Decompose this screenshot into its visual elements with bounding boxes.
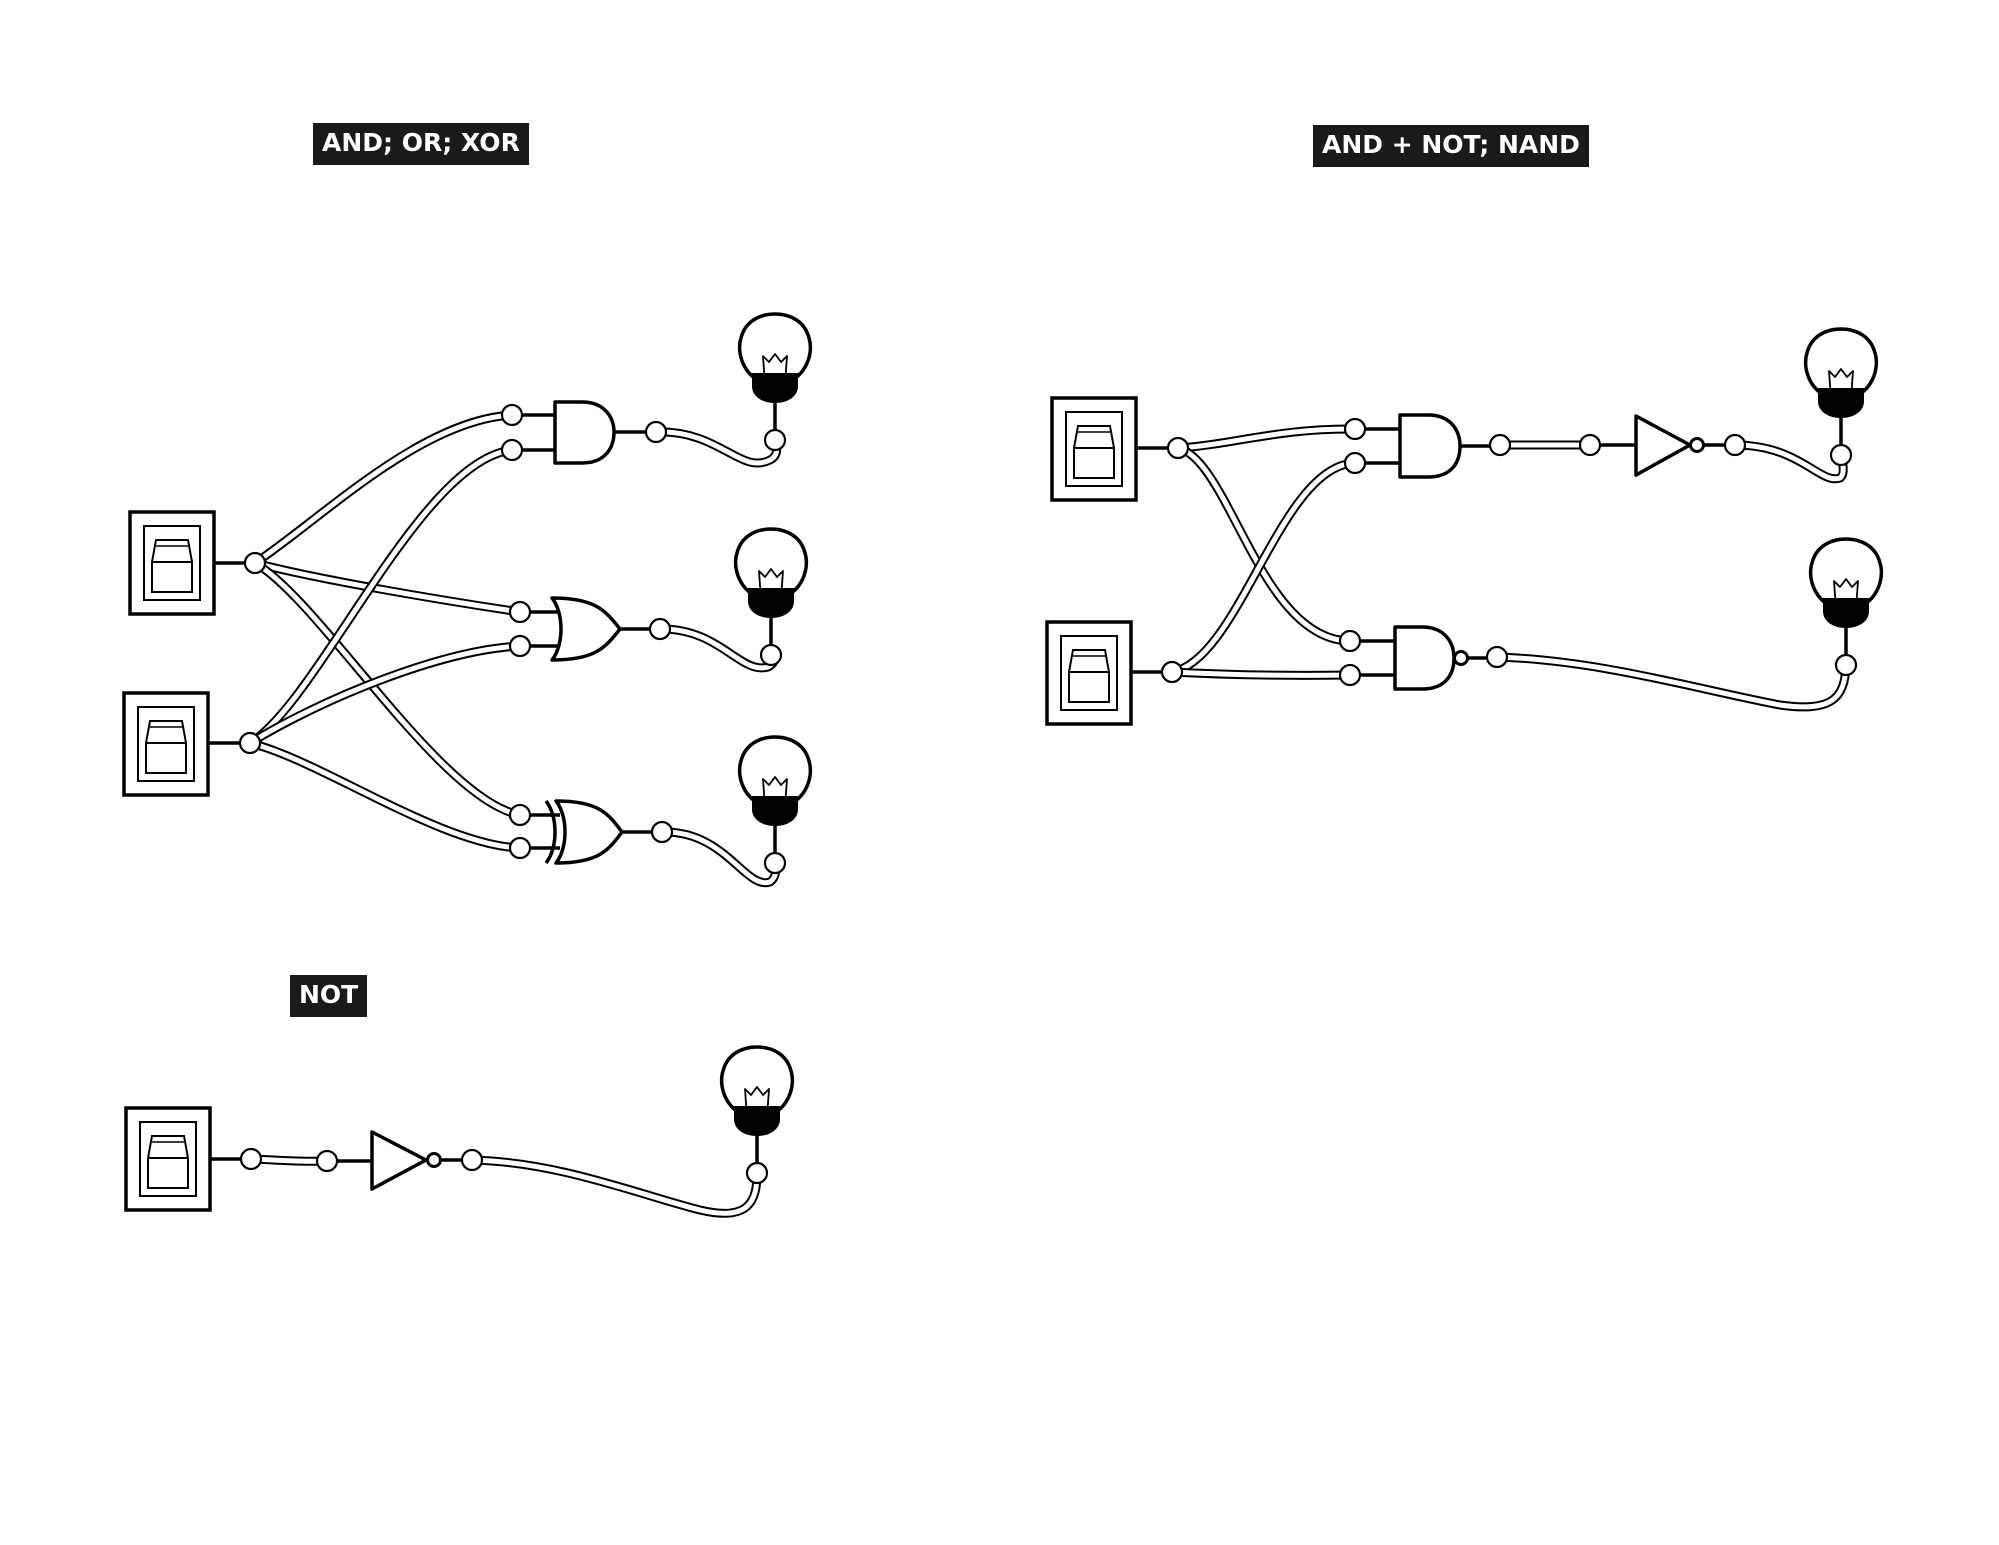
circuit-c bbox=[124, 1045, 795, 1218]
wires-circuit-b bbox=[1129, 424, 1851, 712]
circuit-a-title: AND; OR; XOR bbox=[313, 123, 529, 165]
wires-circuit-c bbox=[209, 1154, 762, 1218]
nodes-circuit-b bbox=[1160, 417, 1858, 687]
gate-not-c bbox=[327, 1130, 472, 1191]
wires-circuit-a bbox=[207, 410, 782, 888]
gate-and-b bbox=[1355, 413, 1500, 479]
gate-or-a bbox=[520, 596, 660, 662]
circuit-b-title: AND + NOT; NAND bbox=[1313, 125, 1589, 167]
circuit-c-title: NOT bbox=[290, 975, 368, 1017]
nodes-circuit-a bbox=[238, 403, 787, 875]
switch-a1[interactable] bbox=[128, 510, 216, 616]
bulb-xor-a bbox=[737, 735, 813, 865]
nodes-circuit-c bbox=[239, 1147, 769, 1185]
gate-xor-a bbox=[520, 799, 662, 865]
bulb-not-c bbox=[719, 1045, 795, 1175]
circuit-b bbox=[1045, 327, 1884, 726]
gate-and-a bbox=[512, 400, 656, 465]
bulb-not-b bbox=[1803, 327, 1879, 457]
switch-b1[interactable] bbox=[1050, 396, 1138, 502]
bulb-or-a bbox=[733, 527, 809, 657]
switch-a2[interactable] bbox=[122, 691, 210, 797]
switch-c1[interactable] bbox=[124, 1106, 212, 1212]
gate-not-b bbox=[1590, 414, 1735, 477]
gate-nand-b bbox=[1350, 625, 1497, 691]
bulb-nand-b bbox=[1808, 537, 1884, 667]
circuit-a bbox=[122, 312, 813, 888]
bulb-and-a bbox=[737, 312, 813, 442]
switch-b2[interactable] bbox=[1045, 620, 1133, 726]
